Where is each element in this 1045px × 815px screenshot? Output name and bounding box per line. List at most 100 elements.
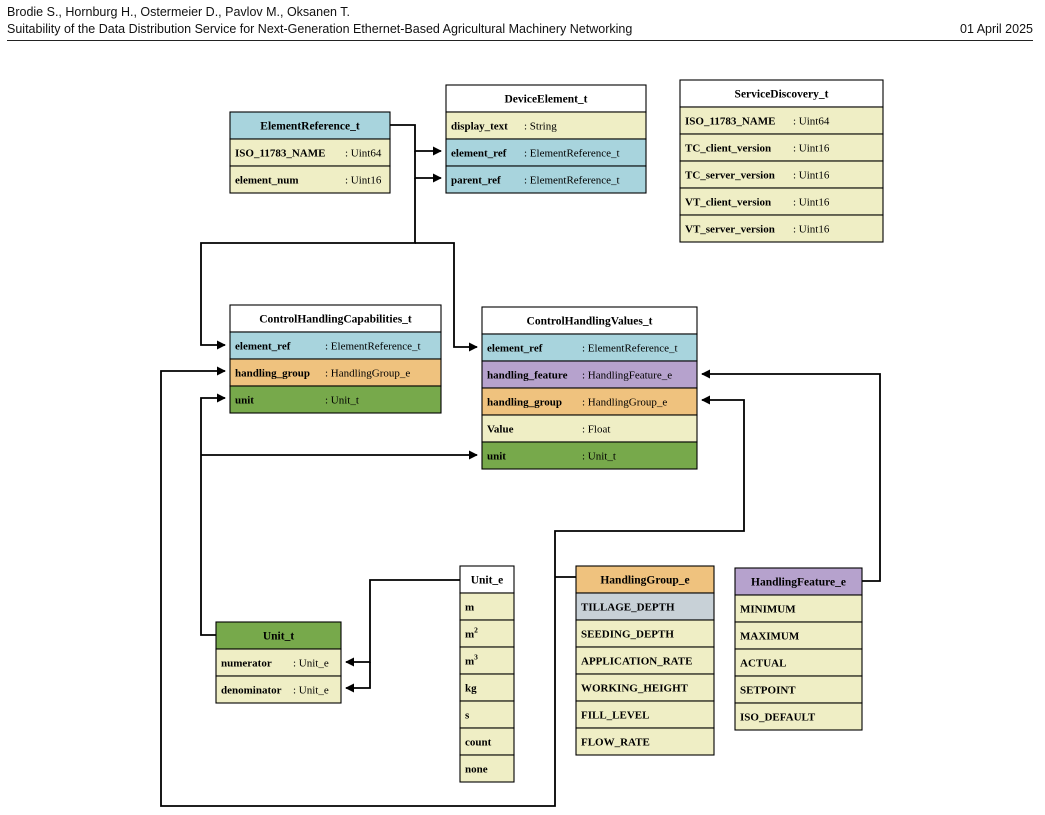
box-device-element-header: [445, 84, 647, 113]
box-control-handling-values-title: ControlHandlingValues_t: [527, 316, 653, 328]
field-name: s: [465, 710, 470, 722]
field-type: : ElementReference_t: [325, 341, 421, 353]
field-name: handling_group: [487, 397, 562, 409]
box-unit-t-header: [215, 621, 342, 650]
field-name: APPLICATION_RATE: [581, 656, 692, 668]
header-date: 01 April 2025: [960, 22, 1033, 36]
field-type: : ElementReference_t: [524, 175, 620, 187]
field-name: Value: [487, 424, 514, 436]
field-name: ACTUAL: [740, 658, 786, 670]
field-row: [481, 360, 698, 389]
field-name: ISO_11783_NAME: [235, 148, 325, 160]
field-row: [481, 414, 698, 443]
field-type: : ElementReference_t: [582, 343, 678, 355]
field-name: WORKING_HEIGHT: [581, 683, 689, 695]
connector-elementref-to-device-parent-ref: [414, 151, 442, 183]
field-name: TC_client_version: [685, 143, 771, 155]
connector-handlinggroup-to-capabilities: [160, 366, 556, 807]
field-name: unit: [487, 451, 506, 463]
field-row: [459, 619, 515, 648]
field-name: SETPOINT: [740, 685, 796, 697]
field-type: : HandlingGroup_e: [582, 397, 667, 409]
header-rule: [7, 40, 1033, 41]
field-row: [459, 673, 515, 702]
box-service-discovery-header: [679, 79, 884, 108]
field-row: [575, 727, 715, 756]
box-control-handling-capabilities: ControlHandlingCapabilities_t element_ref…: [229, 304, 442, 414]
field-name: unit: [235, 395, 254, 407]
field-row: [734, 621, 863, 650]
box-handling-feature-title: HandlingFeature_e: [751, 577, 846, 589]
field-name: m: [465, 602, 474, 614]
field-type: : Uint16: [793, 143, 830, 155]
field-name: none: [465, 764, 488, 776]
box-control-handling-capabilities-title: ControlHandlingCapabilities_t: [259, 314, 412, 326]
field-row: [679, 214, 884, 243]
field-row: [481, 333, 698, 362]
field-row: [229, 358, 442, 387]
header-authors: Brodie S., Hornburg H., Ostermeier D., P…: [7, 5, 350, 19]
field-type: : Uint16: [793, 170, 830, 182]
box-unit-e-header: [459, 565, 515, 594]
field-row: [679, 133, 884, 162]
field-type: : Unit_e: [293, 685, 329, 697]
connector-handlinggroup-to-values: [554, 395, 745, 577]
field-row: [459, 754, 515, 783]
field-row: [575, 592, 715, 621]
box-unit-e-title: Unit_e: [471, 575, 504, 587]
box-unit-t-title: Unit_t: [263, 631, 294, 643]
field-name: VT_server_version: [685, 224, 775, 236]
field-type: : ElementReference_t: [524, 148, 620, 160]
field-name: ISO_DEFAULT: [740, 712, 816, 724]
field-type: : Uint64: [793, 116, 830, 128]
field-row: [229, 385, 442, 414]
connector-elementref-to-device-element-ref: [390, 124, 442, 156]
field-name: MINIMUM: [740, 604, 796, 616]
box-handling-group: HandlingGroup_eTILLAGE_DEPTHSEEDING_DEPT…: [575, 565, 715, 756]
field-row: [734, 702, 863, 731]
connector-handlingfeature-to-values: [701, 369, 881, 582]
field-row: [734, 648, 863, 677]
field-name: handling_group: [235, 368, 310, 380]
field-name: display_text: [451, 121, 508, 133]
field-type: : Uint16: [793, 224, 830, 236]
field-row: [459, 727, 515, 756]
connector-unit-to-capabilities: [200, 393, 226, 636]
field-row: [215, 648, 342, 677]
connector-elementref-to-capabilities: [200, 178, 416, 350]
field-name: element_ref: [235, 341, 291, 353]
field-type: : Float: [582, 424, 610, 436]
box-unit-t: Unit_t numerator : Unit_e denominator : Unit…: [215, 621, 342, 704]
connector-elementref-to-values: [415, 242, 478, 352]
field-name: SEEDING_DEPTH: [581, 629, 674, 641]
field-row: [229, 331, 442, 360]
field-name: parent_ref: [451, 175, 501, 187]
field-type: : Unit_t: [325, 395, 359, 407]
box-handling-feature-header: [734, 567, 863, 596]
field-name: TC_server_version: [685, 170, 775, 182]
field-type: : Uint16: [793, 197, 830, 209]
field-name: FLOW_RATE: [581, 737, 650, 749]
field-type: : Uint16: [345, 175, 382, 187]
field-name: denominator: [221, 685, 282, 697]
box-element-reference-title: ElementReference_t: [260, 121, 360, 133]
field-type: : Uint64: [345, 148, 382, 160]
field-row: [229, 165, 391, 194]
field-row: [679, 187, 884, 216]
box-device-element-title: DeviceElement_t: [504, 94, 587, 106]
field-name: element_num: [235, 175, 299, 187]
box-handling-group-title: HandlingGroup_e: [600, 575, 689, 587]
field-name: numerator: [221, 658, 272, 670]
field-type: : HandlingGroup_e: [325, 368, 410, 380]
field-type: : Unit_e: [293, 658, 329, 670]
box-service-discovery-title: ServiceDiscovery_t: [735, 89, 829, 101]
field-name: FILL_LEVEL: [581, 710, 649, 722]
field-name: MAXIMUM: [740, 631, 800, 643]
field-row: [459, 646, 515, 675]
